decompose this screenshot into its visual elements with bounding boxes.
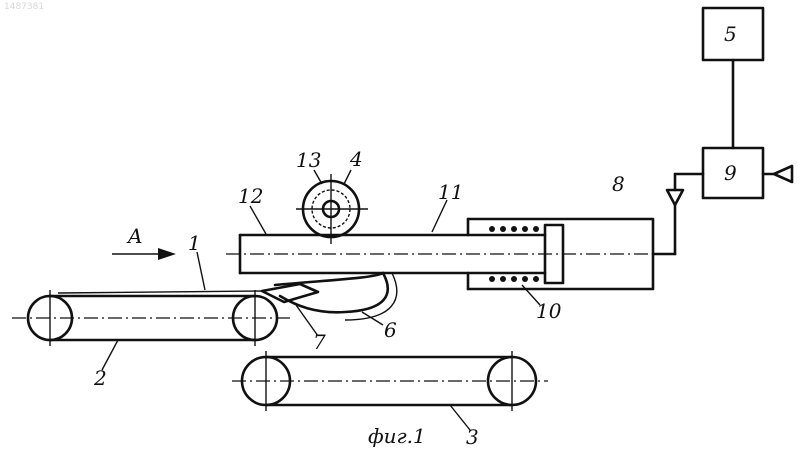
arrow-head-icon [158,248,176,260]
direction-arrow-a: A [112,224,176,260]
label-1: 1 [188,231,201,255]
rod-11 [226,235,662,273]
sheet-1 [58,291,262,293]
spring-coil [511,226,517,232]
figure-caption: фиг.1 [368,424,426,448]
output-horn-icon [774,166,792,182]
leader-13 [314,170,322,184]
spring-coil [522,276,528,282]
label-8: 8 [612,172,625,196]
spring-coil [522,226,528,232]
leader-11 [432,200,447,232]
spring-coil [489,276,495,282]
label-9: 9 [724,161,737,185]
label-11: 11 [438,180,463,204]
sensor-path [667,174,703,205]
label-7: 7 [313,330,326,354]
pressure-sensor-triangle [667,190,683,205]
label-6: 6 [384,318,397,342]
spring-coil [489,226,495,232]
conveyor-2 [12,290,292,346]
conveyor-3 [232,351,548,411]
spring-coil [533,276,539,282]
spring-coil [533,226,539,232]
label-12: 12 [238,184,263,208]
spring-coil [500,226,506,232]
roller-4 [296,174,368,244]
direction-label: A [126,224,142,248]
guide-6-outer-rim [345,273,397,320]
corner-mark: 1487381 [4,2,44,12]
label-5: 5 [724,22,737,46]
leader-1 [197,252,205,290]
knife-7 [262,284,318,302]
leader-4 [344,170,351,184]
label-3: 3 [466,425,479,449]
guide-6 [262,273,397,320]
cylinder-8 [468,205,675,289]
label-13: 13 [296,148,321,172]
guide-6-top-edge [275,273,383,285]
spring-coil [500,276,506,282]
leader-12 [250,206,266,234]
label-4: 4 [349,147,363,171]
label-10: 10 [536,299,562,323]
spring-coil [511,276,517,282]
label-2: 2 [93,366,107,390]
